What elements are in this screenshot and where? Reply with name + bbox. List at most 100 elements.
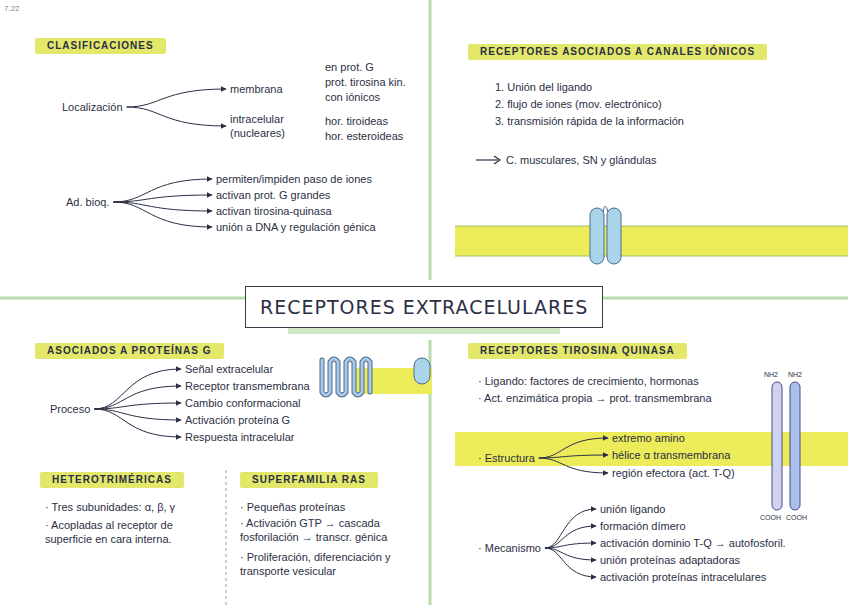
receptor-chain [772,382,782,510]
branch-arrow [539,455,608,458]
branch-arrow [94,409,181,437]
label-text: 2. flujo de iones (mov. electrónico) [495,97,662,111]
leaf-text: intracelular (nucleares) [230,112,302,140]
branch-arrow [94,386,181,409]
node-text: hélice α transmembrana [612,448,730,462]
seven-helix-receptor [322,359,370,395]
membrane-band [455,226,848,256]
leaf-text: permiten/impiden paso de iones [216,172,372,186]
node-text: Activación proteína G [185,413,290,427]
label-text: COOH [760,513,781,522]
branch-label: · Mecanismo [478,541,541,555]
node-text: formación dímero [600,519,686,533]
section-heading: RECEPTORES TIROSINA QUINASA [468,343,687,359]
label-text: · Act. enzimática propia → prot. transme… [478,391,712,405]
node-text: · Estructura [478,451,535,465]
branch-arrow [94,369,181,409]
terminal-label: NH2 [788,370,802,379]
node-text: intracelular (nucleares) [230,112,302,140]
terminal-label: COOH [760,513,781,522]
branch-arrow [127,107,226,126]
branch-arrow [113,195,212,202]
label-text: con iónicos [325,90,380,104]
node-text: Receptor transmembrana [185,379,310,393]
terminal-label: COOH [786,513,807,522]
leaf-text: Cambio conformacional [185,396,301,410]
note-text: · Acopladas al receptor de superficie en… [45,518,220,546]
branch-arrow [113,202,212,227]
note-text: hor. tiroideas [325,114,388,128]
leaf-text: región efectora (act. T-Q) [612,466,735,480]
node-text: Cambio conformacional [185,396,301,410]
note-text: prot. tirosina kin. [325,75,406,89]
section-heading: ASOCIADOS A PROTEÍNAS G [35,343,224,359]
note-text: · Activación GTP → cascada fosforilación… [240,516,420,544]
divider-line [429,0,432,280]
note-text: hor. esteroideas [325,129,403,143]
ion-channel-subunit [607,208,621,264]
label-text: COOH [786,513,807,522]
branch-label: Proceso [50,402,90,416]
branch-arrow [545,548,596,577]
section-heading: CLASIFICACIONES [35,38,166,54]
note-text: en prot. G [325,60,374,74]
label-text: NH2 [764,370,778,379]
ion-channel-subunit [590,208,604,264]
label-text: · Tres subunidades: α, β, γ [45,500,220,514]
node-text: Localización [62,100,123,114]
note-text: 1. Unión del ligando [495,80,592,94]
note-text: 7.22 [4,2,20,16]
section-heading: RECEPTORES ASOCIADOS A CANALES IÓNICOS [468,44,767,60]
branch-arrow [113,179,212,202]
membrane-edge [455,256,848,257]
branch-arrow [94,403,181,409]
node-text: extremo amino [612,431,685,445]
leaf-text: Respuesta intracelular [185,430,294,444]
section-heading: SUPERFAMILIA RAS [240,472,378,488]
node-text: RECEPTORES ASOCIADOS A CANALES IÓNICOS [480,45,755,59]
branch-label: Localización [62,100,123,114]
note-text: con iónicos [325,90,380,104]
branch-arrow [545,543,596,548]
divider-line [0,297,285,300]
terminal-label: NH2 [764,370,778,379]
node-text: · Mecanismo [478,541,541,555]
note-text: 2. flujo de iones (mov. electrónico) [495,97,662,111]
branch-arrow [545,526,596,548]
label-text: · Pequeñas proteínas [240,500,420,514]
node-text: CLASIFICACIONES [47,39,154,53]
label-text: · Acopladas al receptor de superficie en… [45,518,220,546]
leaf-text: activación proteínas intracelulares [600,570,766,584]
leaf-text: unión proteínas adaptadoras [600,553,740,567]
node-text: activan tirosina-quinasa [216,204,332,218]
dashed-divider [226,470,227,605]
node-text: región efectora (act. T-Q) [612,466,735,480]
branch-arrow [539,438,608,458]
node-text: ASOCIADOS A PROTEÍNAS G [47,344,212,358]
leaf-text: Receptor transmembrana [185,379,310,393]
label-text: hor. esteroideas [325,129,403,143]
label-text: NH2 [788,370,802,379]
node-text: SUPERFAMILIA RAS [252,473,366,487]
receptor-chain [790,382,800,510]
node-text: permiten/impiden paso de iones [216,172,372,186]
label-text: · Proliferación, diferenciación y transp… [240,550,420,578]
leaf-text: extremo amino [612,431,685,445]
note-text: 3. transmisión rápida de la información [495,114,684,128]
label-text: 7.22 [4,2,20,16]
leaf-text: activan tirosina-quinasa [216,204,332,218]
label-text: · Ligando: factores de crecimiento, horm… [478,374,699,388]
branch-arrow [539,458,608,473]
node-text: activan prot. G grandes [216,188,330,202]
note-text: · Act. enzimática propia → prot. transme… [478,391,712,405]
leaf-text: hélice α transmembrana [612,448,730,462]
node-text: Respuesta intracelular [185,430,294,444]
leaf-text: unión ligando [600,502,665,516]
leaf-text: formación dímero [600,519,686,533]
section-heading: HETEROTRIMÉRICAS [40,472,184,488]
label-text: hor. tiroideas [325,114,388,128]
g-protein [414,358,430,384]
label-text: C. musculares, SN y glándulas [506,153,656,167]
node-text: Proceso [50,402,90,416]
note-text: · Proliferación, diferenciación y transp… [240,550,420,578]
